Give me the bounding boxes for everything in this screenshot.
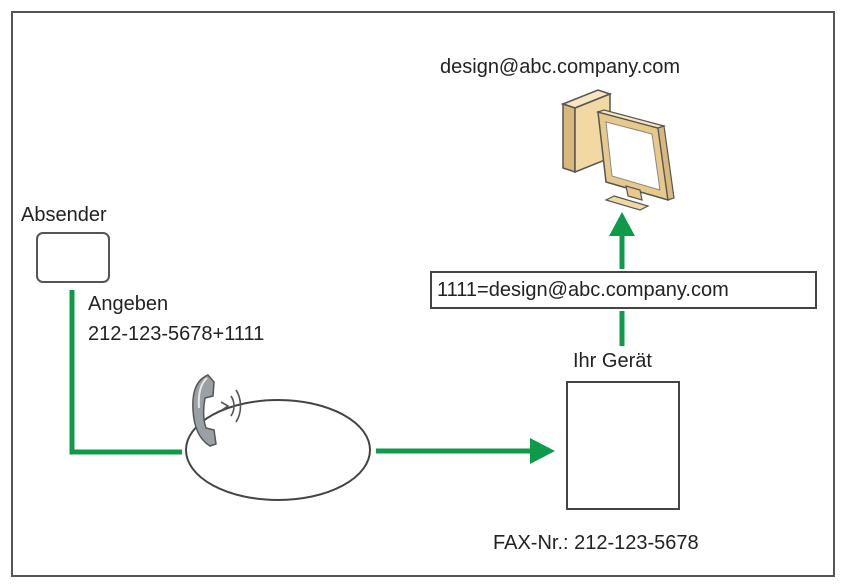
- sender-device-icon: [36, 232, 110, 283]
- network-to-device-arrowhead: [530, 438, 555, 464]
- telephone-network-icon: [185, 399, 371, 501]
- dial-label: Angeben: [88, 293, 169, 315]
- fax-machine-icon: [566, 381, 680, 510]
- mapping-rule-box: 1111=design@abc.company.com: [430, 271, 817, 309]
- sender-label: Absender: [21, 204, 107, 226]
- device-label: Ihr Gerät: [573, 350, 652, 372]
- dial-number: 212-123-5678+1111: [88, 323, 265, 345]
- computer-icon: [560, 89, 675, 211]
- fax-number-label: FAX-Nr.: 212-123-5678: [493, 532, 699, 554]
- sender-line: [69, 290, 182, 455]
- mapping-rule-text: 1111=design@abc.company.com: [437, 279, 729, 301]
- phone-icon: [192, 374, 242, 447]
- recipient-email-label: design@abc.company.com: [440, 56, 681, 78]
- mapping-to-computer-arrowhead: [609, 212, 635, 236]
